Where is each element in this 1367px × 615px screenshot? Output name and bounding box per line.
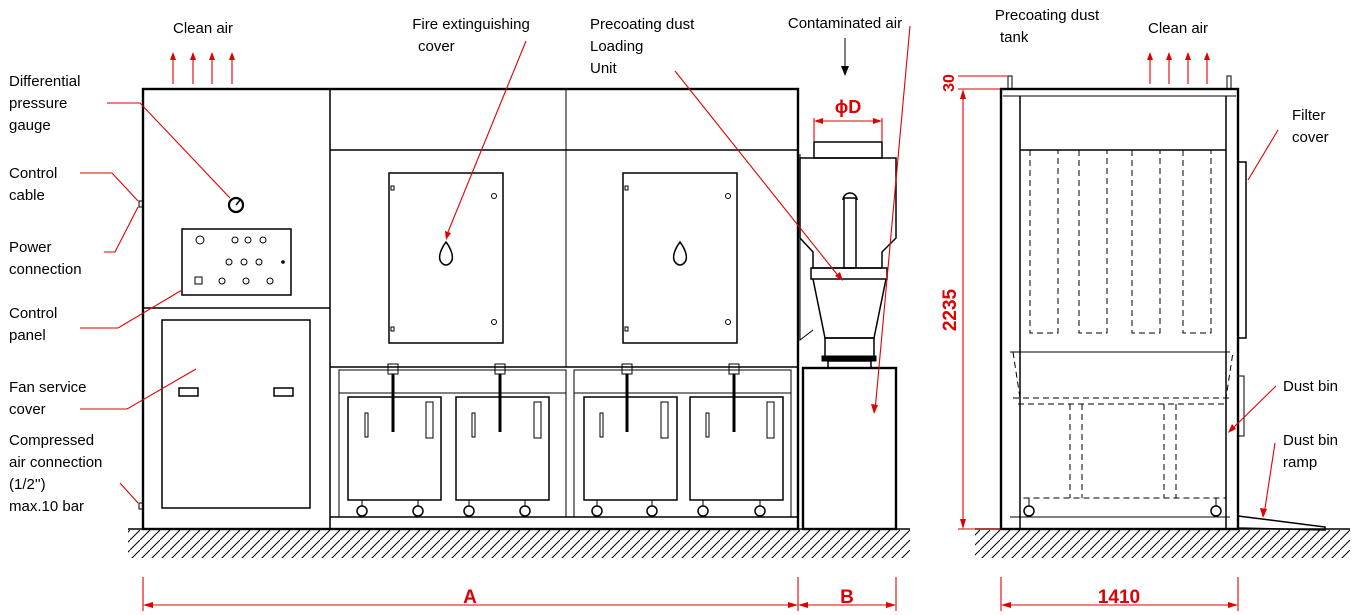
label-precoat-tank-line2: tank bbox=[1000, 29, 1029, 46]
label-clean-air-left: Clean air bbox=[173, 20, 233, 37]
dust-bins bbox=[347, 363, 784, 517]
dimension-lines bbox=[142, 75, 1239, 611]
side-dust-bin bbox=[1012, 351, 1234, 517]
label-dust-ramp-line2: ramp bbox=[1283, 454, 1317, 471]
dim-height: 2235 bbox=[940, 288, 961, 331]
dust-bin-ramp bbox=[1237, 515, 1326, 531]
side-view-unit bbox=[999, 75, 1247, 531]
dim-diameter: ϕD bbox=[835, 97, 862, 117]
label-control-panel-line1: Control bbox=[9, 305, 57, 322]
compressed-air-port bbox=[138, 502, 144, 510]
leader-arrowheads bbox=[445, 231, 1267, 518]
label-precoat-tank-line1: Precoating dust bbox=[995, 7, 1100, 24]
dim-width-a: A bbox=[463, 587, 477, 608]
dim-depth: 1410 bbox=[1098, 587, 1140, 608]
label-filter-cover-line1: Filter bbox=[1292, 107, 1325, 124]
filter-cartridges bbox=[1029, 150, 1212, 334]
pressure-gauge-icon bbox=[227, 196, 245, 214]
label-contaminated-air: Contaminated air bbox=[788, 15, 902, 32]
door-right bbox=[622, 172, 738, 344]
label-filter-cover-line2: cover bbox=[1292, 129, 1329, 146]
clean-air-arrows-right bbox=[1147, 52, 1210, 84]
label-fire-cover-line1: Fire extinguishing bbox=[412, 16, 530, 33]
label-comp-air-line2: air connection bbox=[9, 454, 102, 471]
dim-width-b: B bbox=[840, 587, 854, 608]
clean-air-arrows-left bbox=[170, 52, 235, 84]
control-panel-box bbox=[181, 228, 292, 296]
label-control-cable-line2: cable bbox=[9, 187, 45, 204]
label-power-conn-line1: Power bbox=[9, 239, 52, 256]
label-precoat-unit-line2: Loading bbox=[590, 38, 643, 55]
ground-line bbox=[128, 528, 1350, 558]
label-dust-ramp-line1: Dust bin bbox=[1283, 432, 1338, 449]
label-fan-cover-line1: Fan service bbox=[9, 379, 87, 396]
control-cable-port bbox=[138, 200, 144, 208]
label-diff-gauge-line2: pressure bbox=[9, 95, 67, 112]
fan-service-cover bbox=[161, 319, 311, 509]
label-precoat-unit-line3: Unit bbox=[590, 60, 618, 77]
label-dust-bin: Dust bin bbox=[1283, 378, 1338, 395]
label-diff-gauge-line1: Differential bbox=[9, 73, 80, 90]
label-control-cable-line1: Control bbox=[9, 165, 57, 182]
contaminated-air-arrow bbox=[841, 38, 849, 76]
label-fan-cover-line2: cover bbox=[9, 401, 46, 418]
label-power-conn-line2: connection bbox=[9, 261, 82, 278]
dim-top-offset: 30 bbox=[941, 74, 958, 92]
label-comp-air-line1: Compressed bbox=[9, 432, 94, 449]
label-comp-air-line4: max.10 bar bbox=[9, 498, 84, 515]
label-comp-air-line3: (1/2'') bbox=[9, 476, 46, 493]
label-precoat-unit-line1: Precoating dust bbox=[590, 16, 695, 33]
main-filter-unit bbox=[141, 87, 800, 531]
label-diff-gauge-line3: gauge bbox=[9, 117, 51, 134]
door-left bbox=[388, 172, 504, 344]
label-control-panel-line2: panel bbox=[9, 327, 46, 344]
label-clean-air-right: Clean air bbox=[1148, 20, 1208, 37]
leader-lines bbox=[80, 25, 1279, 516]
label-fire-cover-line2: cover bbox=[418, 38, 455, 55]
